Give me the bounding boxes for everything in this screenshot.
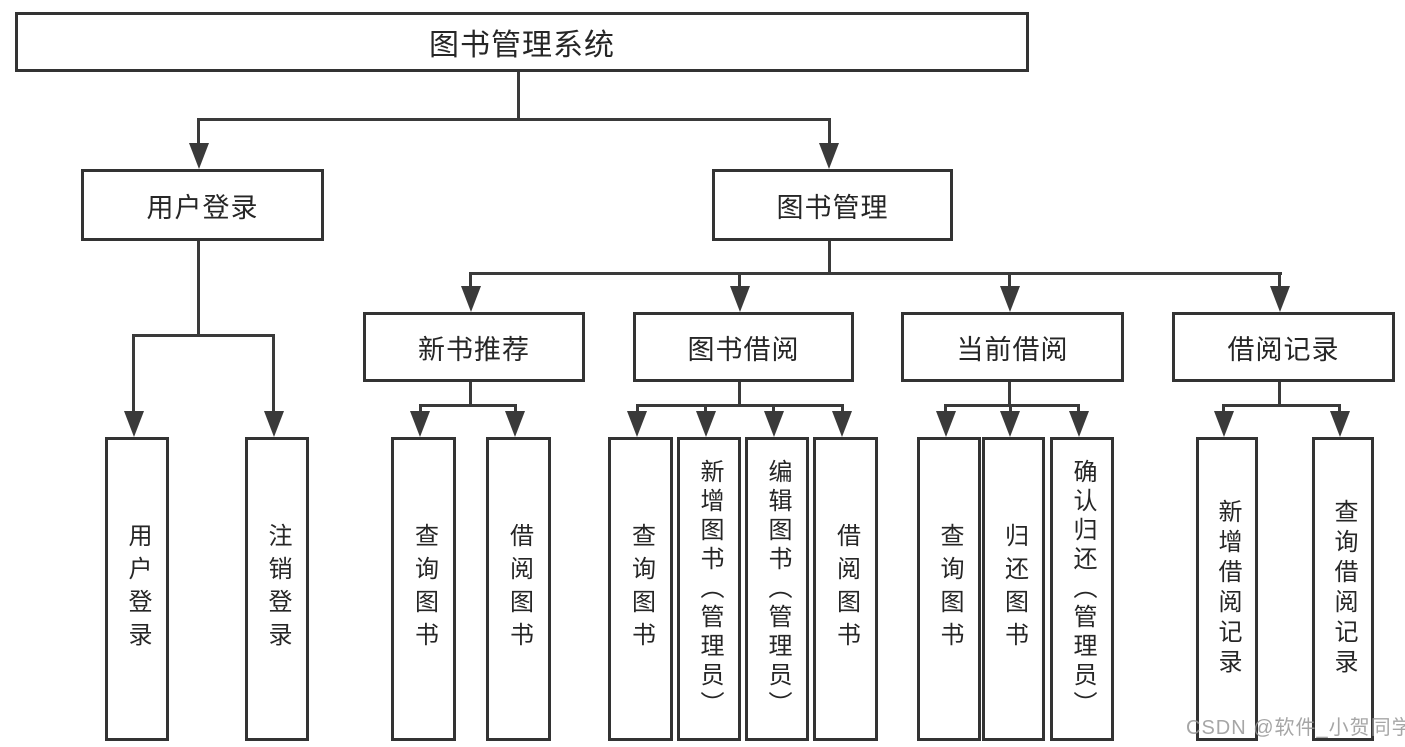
connector-line	[828, 118, 831, 146]
arrow-down-icon	[730, 286, 750, 312]
node-leaf-br-add-record: 新增借阅记录	[1196, 437, 1258, 741]
node-new-book-recommend: 新书推荐	[363, 312, 585, 382]
connector-line	[132, 334, 135, 411]
arrow-down-icon	[189, 143, 209, 169]
connector-line	[1278, 376, 1281, 407]
arrow-down-icon	[627, 411, 647, 437]
node-leaf-br-query-record: 查询借阅记录	[1312, 437, 1374, 741]
connector-line	[132, 334, 275, 337]
arrow-down-icon	[1069, 411, 1089, 437]
node-book-borrow-label: 图书借阅	[687, 334, 800, 365]
arrow-down-icon	[764, 411, 784, 437]
connector-line	[636, 404, 844, 407]
arrow-down-icon	[1214, 411, 1234, 437]
node-current-borrow: 当前借阅	[901, 312, 1124, 382]
node-leaf-cb-return-book-label: 归还图书	[1000, 523, 1028, 655]
connector-line	[828, 235, 831, 275]
node-leaf-nb-borrow-book-label: 借阅图书	[505, 523, 533, 655]
node-current-borrow-label: 当前借阅	[956, 334, 1069, 365]
arrow-down-icon	[1000, 286, 1020, 312]
node-leaf-user-login: 用户登录	[105, 437, 169, 741]
connector-line	[469, 272, 472, 289]
node-leaf-nb-borrow-book: 借阅图书	[486, 437, 551, 741]
connector-line	[704, 404, 707, 414]
connector-line	[197, 118, 831, 121]
connector-line	[197, 235, 200, 337]
node-root-label: 图书管理系统	[429, 29, 615, 62]
node-leaf-cb-confirm-return: 确认归还（管理员）	[1050, 437, 1114, 741]
arrow-down-icon	[410, 411, 430, 437]
arrow-down-icon	[819, 143, 839, 169]
arrow-down-icon	[696, 411, 716, 437]
node-leaf-cb-query-book-label: 查询图书	[936, 523, 963, 655]
arrow-down-icon	[461, 286, 481, 312]
connector-line	[944, 404, 947, 414]
node-leaf-cb-return-book: 归还图书	[982, 437, 1045, 741]
node-leaf-cb-query-book: 查询图书	[917, 437, 981, 741]
node-leaf-bb-borrow-book: 借阅图书	[813, 437, 878, 741]
node-book-borrow: 图书借阅	[633, 312, 854, 382]
node-user-login: 用户登录	[81, 169, 324, 241]
node-leaf-bb-query-book-label: 查询图书	[627, 523, 655, 655]
connector-line	[197, 118, 200, 146]
node-borrow-record-label: 借阅记录	[1227, 334, 1340, 365]
arrow-down-icon	[832, 411, 852, 437]
connector-line	[1278, 272, 1281, 289]
node-leaf-bb-edit-book-label: 编辑图书（管理员）	[764, 458, 791, 720]
node-leaf-br-query-record-label: 查询借阅记录	[1330, 499, 1357, 679]
node-new-book-recommend-label: 新书推荐	[418, 334, 530, 365]
connector-line	[272, 334, 275, 411]
node-leaf-bb-add-book-label: 新增图书（管理员）	[696, 458, 723, 720]
connector-line	[1008, 376, 1011, 407]
node-leaf-nb-query-book-label: 查询图书	[410, 523, 438, 655]
connector-line	[419, 404, 422, 414]
connector-line	[517, 68, 520, 121]
node-leaf-bb-query-book: 查询图书	[608, 437, 673, 741]
node-leaf-cb-confirm-return-label: 确认归还（管理员）	[1069, 458, 1096, 720]
connector-line	[841, 404, 844, 414]
connector-line	[944, 404, 1080, 407]
arrow-down-icon	[505, 411, 525, 437]
node-leaf-br-add-record-label: 新增借阅记录	[1214, 499, 1241, 679]
arrow-down-icon	[1330, 411, 1350, 437]
connector-line	[636, 404, 639, 414]
node-leaf-nb-query-book: 查询图书	[391, 437, 456, 741]
arrow-down-icon	[936, 411, 956, 437]
arrow-down-icon	[1000, 411, 1020, 437]
connector-line	[514, 404, 517, 414]
connector-line	[469, 272, 1282, 275]
arrow-down-icon	[264, 411, 284, 437]
connector-line	[1077, 404, 1080, 414]
node-book-management: 图书管理	[712, 169, 953, 241]
connector-line	[469, 376, 472, 407]
arrow-down-icon	[124, 411, 144, 437]
node-book-management-label: 图书管理	[776, 192, 889, 223]
connector-line	[772, 404, 775, 414]
connector-line	[1009, 404, 1012, 414]
node-leaf-logout-label: 注销登录	[264, 523, 291, 655]
node-borrow-record: 借阅记录	[1172, 312, 1395, 382]
node-leaf-bb-edit-book: 编辑图书（管理员）	[745, 437, 809, 741]
node-leaf-user-login-label: 用户登录	[124, 523, 151, 655]
connector-line	[1008, 272, 1011, 289]
node-leaf-bb-add-book: 新增图书（管理员）	[677, 437, 741, 741]
node-leaf-logout: 注销登录	[245, 437, 309, 741]
connector-line	[1222, 404, 1225, 414]
node-user-login-label: 用户登录	[146, 192, 259, 223]
connector-line	[738, 376, 741, 407]
connector-line	[738, 272, 741, 289]
arrow-down-icon	[1270, 286, 1290, 312]
connector-line	[419, 404, 517, 407]
connector-line	[1338, 404, 1341, 414]
node-root: 图书管理系统	[15, 12, 1029, 72]
node-leaf-bb-borrow-book-label: 借阅图书	[832, 523, 860, 655]
connector-line	[1222, 404, 1341, 407]
csdn-watermark: CSDN @软件_小贺同学	[1186, 717, 1405, 739]
